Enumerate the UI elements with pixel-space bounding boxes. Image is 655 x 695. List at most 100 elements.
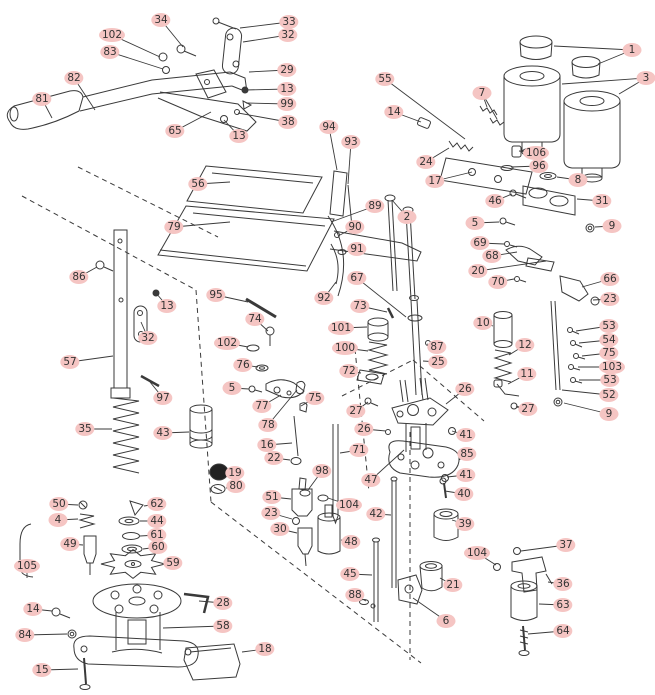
part-callout-9[interactable]: 9 <box>599 407 619 421</box>
part-callout-104[interactable]: 104 <box>463 546 491 560</box>
part-callout-87[interactable]: 87 <box>427 340 447 354</box>
part-callout-82[interactable]: 82 <box>64 71 84 85</box>
part-callout-58[interactable]: 58 <box>213 619 233 633</box>
part-callout-51[interactable]: 51 <box>262 490 282 504</box>
part-callout-102[interactable]: 102 <box>98 28 126 42</box>
part-callout-41[interactable]: 41 <box>456 428 476 442</box>
part-callout-63[interactable]: 63 <box>553 598 573 612</box>
part-callout-7[interactable]: 7 <box>472 86 492 100</box>
part-callout-46[interactable]: 46 <box>485 194 505 208</box>
part-callout-34[interactable]: 34 <box>151 13 171 27</box>
part-callout-50[interactable]: 50 <box>49 497 69 511</box>
part-callout-48[interactable]: 48 <box>341 535 361 549</box>
part-callout-97[interactable]: 97 <box>153 391 173 405</box>
part-callout-77[interactable]: 77 <box>252 399 272 413</box>
part-callout-59[interactable]: 59 <box>163 556 183 570</box>
part-callout-11[interactable]: 11 <box>517 367 537 381</box>
part-callout-8[interactable]: 8 <box>568 173 588 187</box>
part-callout-23[interactable]: 23 <box>261 506 281 520</box>
part-callout-85[interactable]: 85 <box>457 447 477 461</box>
part-callout-104[interactable]: 104 <box>335 498 363 512</box>
part-callout-62[interactable]: 62 <box>147 497 167 511</box>
part-callout-26[interactable]: 26 <box>354 422 374 436</box>
part-callout-10[interactable]: 10 <box>473 316 493 330</box>
part-callout-84[interactable]: 84 <box>15 628 35 642</box>
part-callout-30[interactable]: 30 <box>270 522 290 536</box>
part-callout-13[interactable]: 13 <box>229 129 249 143</box>
part-callout-39[interactable]: 39 <box>455 517 475 531</box>
part-callout-76[interactable]: 76 <box>233 358 253 372</box>
part-callout-37[interactable]: 37 <box>556 538 576 552</box>
part-callout-16[interactable]: 16 <box>257 438 277 452</box>
part-callout-45[interactable]: 45 <box>340 567 360 581</box>
part-callout-20[interactable]: 20 <box>468 264 488 278</box>
part-callout-26[interactable]: 26 <box>455 382 475 396</box>
part-callout-99[interactable]: 99 <box>277 97 297 111</box>
part-callout-52[interactable]: 52 <box>599 388 619 402</box>
part-callout-61[interactable]: 61 <box>147 528 167 542</box>
part-callout-4[interactable]: 4 <box>48 513 68 527</box>
part-callout-86[interactable]: 86 <box>69 270 89 284</box>
part-callout-95[interactable]: 95 <box>206 288 226 302</box>
part-callout-100[interactable]: 100 <box>331 341 359 355</box>
part-callout-74[interactable]: 74 <box>245 312 265 326</box>
part-callout-13[interactable]: 13 <box>157 299 177 313</box>
part-callout-69[interactable]: 69 <box>470 236 490 250</box>
part-callout-94[interactable]: 94 <box>319 120 339 134</box>
part-callout-67[interactable]: 67 <box>347 271 367 285</box>
part-callout-38[interactable]: 38 <box>278 115 298 129</box>
part-callout-32[interactable]: 32 <box>138 331 158 345</box>
part-callout-75[interactable]: 75 <box>599 346 619 360</box>
part-callout-49[interactable]: 49 <box>60 537 80 551</box>
part-callout-56[interactable]: 56 <box>188 177 208 191</box>
part-callout-79[interactable]: 79 <box>164 220 184 234</box>
part-callout-21[interactable]: 21 <box>443 578 463 592</box>
part-callout-12[interactable]: 12 <box>515 338 535 352</box>
part-callout-83[interactable]: 83 <box>100 45 120 59</box>
part-callout-47[interactable]: 47 <box>361 473 381 487</box>
part-callout-91[interactable]: 91 <box>347 242 367 256</box>
part-callout-24[interactable]: 24 <box>416 155 436 169</box>
part-callout-44[interactable]: 44 <box>147 514 167 528</box>
part-callout-89[interactable]: 89 <box>365 199 385 213</box>
part-callout-5[interactable]: 5 <box>222 381 242 395</box>
part-callout-31[interactable]: 31 <box>592 194 612 208</box>
part-callout-5[interactable]: 5 <box>465 216 485 230</box>
part-callout-6[interactable]: 6 <box>436 614 456 628</box>
part-callout-28[interactable]: 28 <box>213 596 233 610</box>
part-callout-68[interactable]: 68 <box>482 249 502 263</box>
part-callout-54[interactable]: 54 <box>599 333 619 347</box>
part-callout-106[interactable]: 106 <box>522 146 550 160</box>
part-callout-27[interactable]: 27 <box>346 404 366 418</box>
part-callout-80[interactable]: 80 <box>226 479 246 493</box>
part-callout-42[interactable]: 42 <box>366 507 386 521</box>
part-callout-72[interactable]: 72 <box>339 364 359 378</box>
part-callout-14[interactable]: 14 <box>23 602 43 616</box>
part-callout-81[interactable]: 81 <box>32 92 52 106</box>
part-callout-60[interactable]: 60 <box>148 540 168 554</box>
part-callout-55[interactable]: 55 <box>375 72 395 86</box>
part-callout-19[interactable]: 19 <box>225 466 245 480</box>
part-callout-14[interactable]: 14 <box>384 105 404 119</box>
part-callout-33[interactable]: 33 <box>279 15 299 29</box>
part-callout-73[interactable]: 73 <box>350 299 370 313</box>
part-callout-101[interactable]: 101 <box>327 321 355 335</box>
part-callout-32[interactable]: 32 <box>278 28 298 42</box>
part-callout-92[interactable]: 92 <box>314 291 334 305</box>
part-callout-3[interactable]: 3 <box>636 71 655 85</box>
part-callout-96[interactable]: 96 <box>529 159 549 173</box>
part-callout-70[interactable]: 70 <box>488 275 508 289</box>
part-callout-13[interactable]: 13 <box>277 82 297 96</box>
part-callout-88[interactable]: 88 <box>345 588 365 602</box>
part-callout-75[interactable]: 75 <box>305 391 325 405</box>
part-callout-18[interactable]: 18 <box>255 642 275 656</box>
part-callout-40[interactable]: 40 <box>454 487 474 501</box>
part-callout-105[interactable]: 105 <box>13 559 41 573</box>
part-callout-53[interactable]: 53 <box>600 373 620 387</box>
part-callout-93[interactable]: 93 <box>341 135 361 149</box>
part-callout-103[interactable]: 103 <box>598 360 626 374</box>
part-callout-41[interactable]: 41 <box>456 468 476 482</box>
part-callout-98[interactable]: 98 <box>312 464 332 478</box>
part-callout-25[interactable]: 25 <box>428 355 448 369</box>
part-callout-29[interactable]: 29 <box>277 63 297 77</box>
